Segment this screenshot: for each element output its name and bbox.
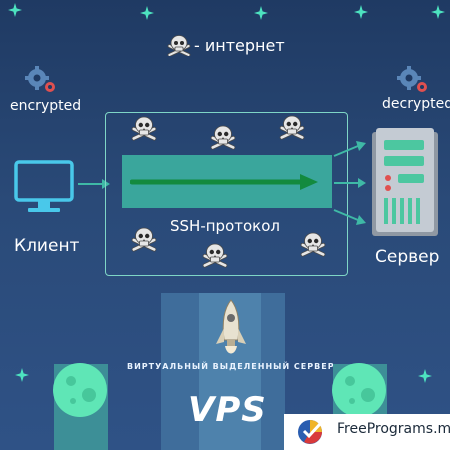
vps-subtitle: ВИРТУАЛЬНЫЙ ВЫДЕЛЕННЫЙ СЕРВЕР xyxy=(127,362,335,371)
decrypted-label: decrypted xyxy=(382,96,450,112)
server-label: Сервер xyxy=(375,247,440,267)
client-label: Клиент xyxy=(14,236,80,256)
vps-title: VPS xyxy=(188,390,267,430)
gears-decrypted-icon xyxy=(397,66,427,92)
rocket-icon xyxy=(216,299,246,354)
legend: - интернет xyxy=(166,34,285,56)
skull-icon xyxy=(130,227,158,253)
tunnel-arrow-icon xyxy=(130,174,318,190)
watermark-text[interactable]: FreePrograms.me xyxy=(337,421,450,437)
legend-text: - интернет xyxy=(194,35,285,55)
skull-icon xyxy=(201,243,229,269)
freeprograms-logo-icon xyxy=(298,420,322,444)
arrows-to-server-icon xyxy=(333,141,366,225)
skull-icon xyxy=(209,125,237,151)
ssh-protocol-label: SSH-протокол xyxy=(170,217,280,235)
internet-zone xyxy=(105,112,348,276)
moon-icon xyxy=(332,363,386,417)
skull-icon xyxy=(278,115,306,141)
encrypted-label: encrypted xyxy=(10,98,82,114)
skull-crossbones-icon xyxy=(167,35,191,56)
skull-icon xyxy=(130,116,158,142)
server-icon xyxy=(372,128,438,236)
arrow-to-tunnel-icon xyxy=(78,179,110,189)
client-computer-icon xyxy=(14,160,74,212)
skull-icon xyxy=(299,232,327,258)
gears-encrypted-icon xyxy=(25,66,55,92)
moon-icon xyxy=(53,363,107,417)
